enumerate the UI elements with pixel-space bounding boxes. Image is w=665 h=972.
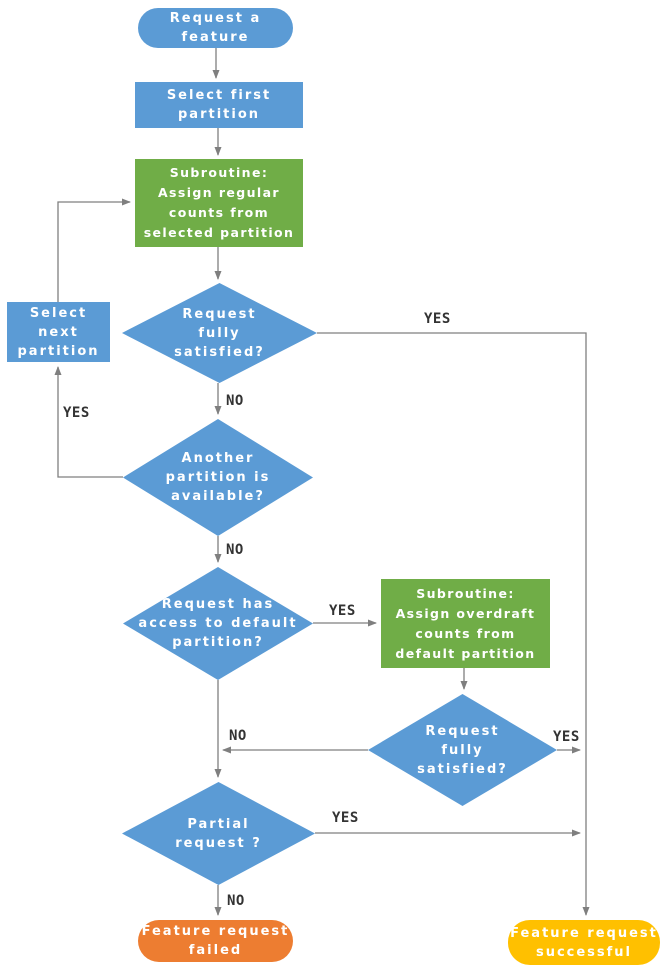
node-feature-request-failed: Feature request failed	[138, 920, 293, 962]
decision-partial-request-label: Partial request ?	[175, 816, 262, 851]
decision-another-partition-available-label: Another partition is available?	[165, 451, 271, 504]
edge-label-d5-yes: YES	[332, 810, 359, 826]
edge-d2-yes-to-select-next	[54, 366, 123, 478]
decision-request-fully-satisfied-2-label: Request fully satisfied?	[417, 723, 508, 777]
edge-label-d4-yes: YES	[553, 729, 580, 745]
node-subroutine-assign-overdraft: Subroutine: Assign overdraft counts from…	[381, 579, 550, 668]
node-subroutine-assign-overdraft-label: Subroutine: Assign overdraft counts from…	[395, 585, 536, 661]
node-feature-request-successful-label: Feature request successful	[510, 925, 658, 960]
decision-partial-request: Partial request ?	[122, 782, 315, 885]
decision-request-fully-satisfied-2: Request fully satisfied?	[368, 694, 557, 806]
decision-request-fully-satisfied-1: Request fully satisfied?	[122, 283, 317, 383]
decision-access-to-default-partition-label: Request has access to default partition?	[138, 597, 298, 650]
node-start-label: Request a feature	[169, 11, 262, 45]
edge-label-d1-yes: YES	[424, 311, 451, 327]
node-subroutine-assign-regular-label: Subroutine: Assign regular counts from s…	[143, 165, 295, 240]
edge-label-d4-no: NO	[229, 728, 247, 744]
node-select-first-partition: Select first partition	[135, 82, 303, 128]
edge-select-next-to-sub-regular	[57, 198, 131, 302]
edge-label-d5-no: NO	[227, 893, 245, 909]
decision-request-fully-satisfied-1-label: Request fully satisfied?	[174, 306, 265, 360]
node-select-first-partition-label: Select first partition	[166, 88, 272, 122]
decision-access-to-default-partition: Request has access to default partition?	[123, 567, 313, 680]
node-start-terminator: Request a feature	[138, 8, 293, 48]
node-feature-request-successful: Feature request successful	[508, 920, 660, 965]
decision-another-partition-available: Another partition is available?	[123, 419, 313, 536]
edge-label-d2-no: NO	[226, 542, 244, 558]
edge-label-d1-no: NO	[226, 393, 244, 409]
node-feature-request-failed-label: Feature request failed	[141, 924, 290, 958]
node-select-next-partition-label: Select next partition	[17, 305, 100, 359]
edge-label-d2-yes: YES	[63, 405, 90, 421]
edge-label-d3-yes: YES	[329, 603, 356, 619]
node-select-next-partition: Select next partition	[7, 302, 110, 362]
node-subroutine-assign-regular: Subroutine: Assign regular counts from s…	[135, 159, 303, 247]
